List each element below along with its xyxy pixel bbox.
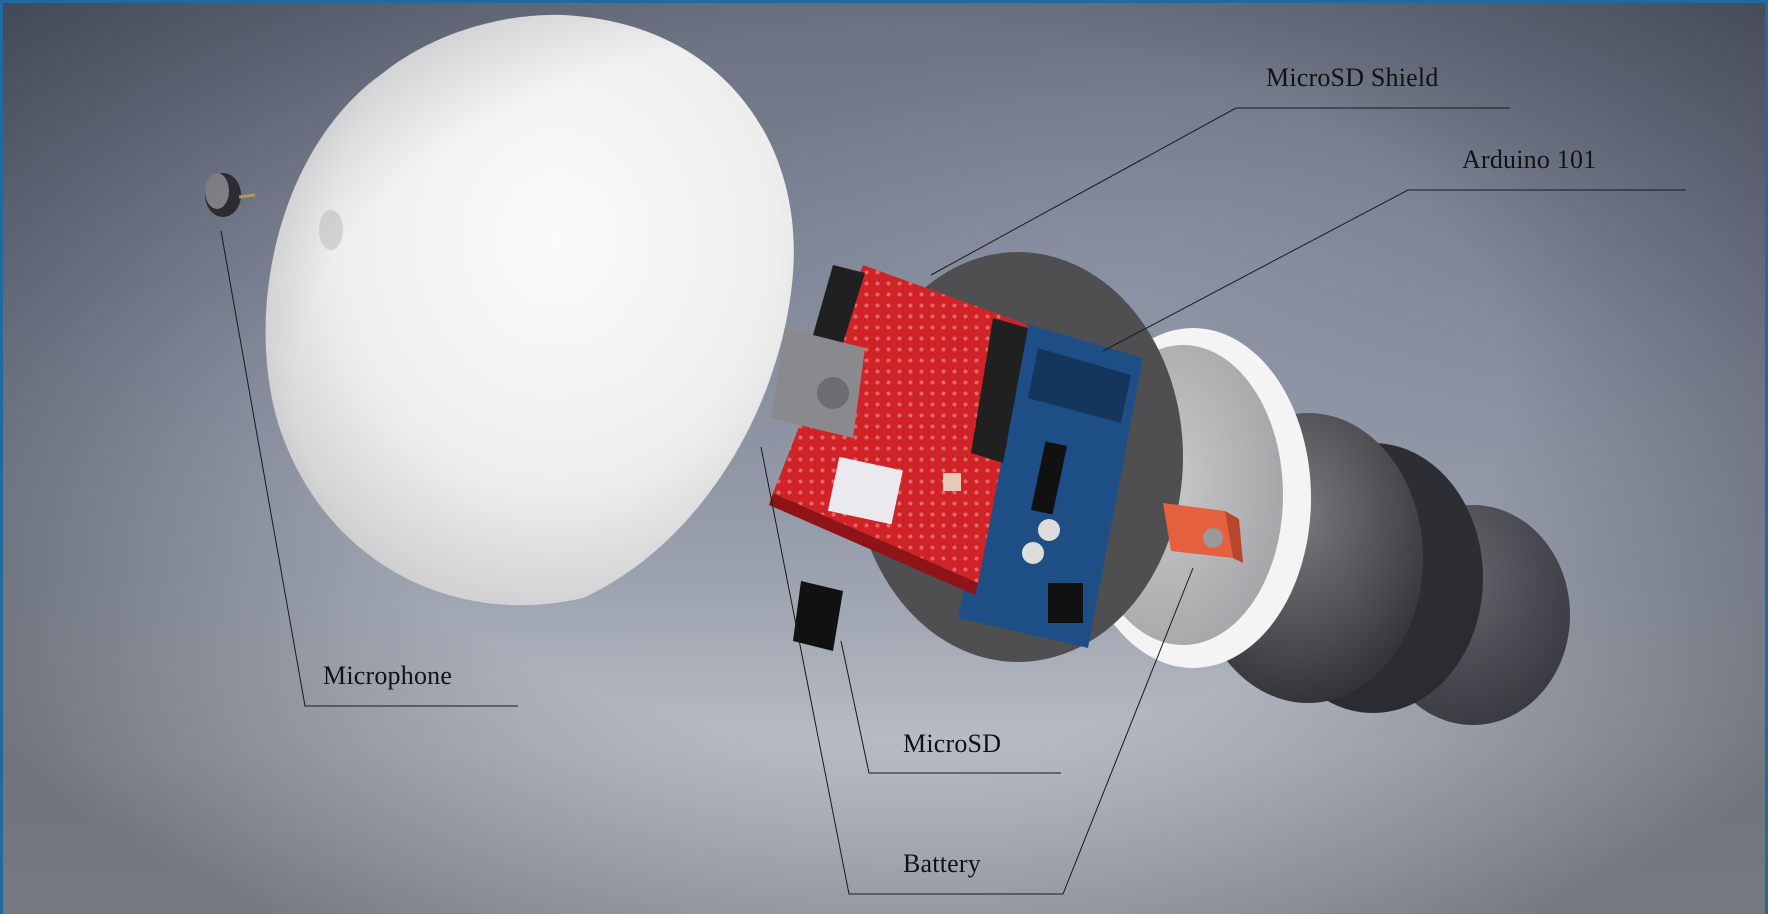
diagram-canvas: MicroSD Shield Arduino 101 Microphone Mi… bbox=[3, 3, 1765, 914]
battery-holder bbox=[1163, 503, 1243, 563]
leader-lines bbox=[220, 107, 1686, 895]
microphone-hole bbox=[319, 210, 343, 250]
microsd-card bbox=[793, 581, 843, 651]
label-arduino: Arduino 101 bbox=[1462, 145, 1597, 174]
microphone-capsule bbox=[205, 173, 256, 217]
label-microsd: MicroSD bbox=[903, 729, 1002, 758]
label-microphone: Microphone bbox=[323, 661, 453, 690]
front-shell bbox=[265, 14, 794, 606]
arduino-board bbox=[958, 323, 1143, 648]
label-microsd-shield: MicroSD Shield bbox=[1266, 63, 1439, 92]
leader-microphone bbox=[220, 230, 518, 707]
power-switch bbox=[771, 328, 865, 438]
leader-battery bbox=[760, 446, 1194, 895]
leader-arduino bbox=[1102, 189, 1686, 352]
exploded-view-drawing bbox=[205, 14, 1686, 895]
leader-microsd-shield bbox=[930, 107, 1510, 276]
leader-microsd bbox=[840, 640, 1061, 774]
label-battery: Battery bbox=[903, 849, 981, 878]
